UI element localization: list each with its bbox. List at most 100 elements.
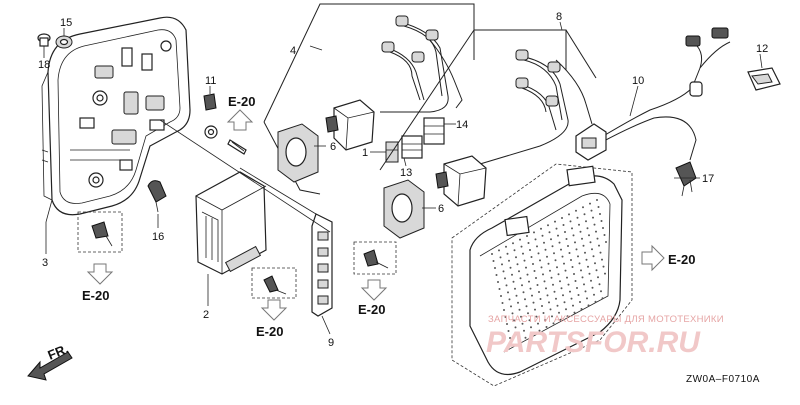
grille-hole xyxy=(530,256,533,258)
side-cover xyxy=(451,163,633,387)
grille-hole xyxy=(590,279,592,282)
front-direction-arrow xyxy=(27,351,73,381)
grille-hole xyxy=(581,276,584,279)
watermark-logo: PARTSFOR.RU xyxy=(486,326,701,359)
part-number-15: 15 xyxy=(60,17,72,29)
ref-label-right: E-20 xyxy=(668,252,695,267)
grille-hole xyxy=(560,287,563,290)
ref-arrow-right-1 xyxy=(641,244,665,272)
grille-hole xyxy=(582,244,585,247)
grille-hole xyxy=(533,270,536,272)
grille-hole xyxy=(570,259,572,261)
grille-hole xyxy=(531,333,534,336)
grille-hole xyxy=(520,315,522,318)
grille-hole xyxy=(556,304,559,307)
grille-hole xyxy=(535,277,537,279)
grille-hole xyxy=(505,284,508,287)
ref-label-control-unit: E-20 xyxy=(256,324,283,339)
grille-hole xyxy=(537,322,539,325)
grille-hole xyxy=(513,249,516,252)
grille-hole xyxy=(517,340,520,343)
grille-hole xyxy=(513,319,515,322)
grille-hole xyxy=(595,269,598,272)
grille-hole xyxy=(543,241,545,244)
grille-hole xyxy=(529,287,532,290)
grille-hole xyxy=(502,270,505,273)
grille-hole xyxy=(546,255,548,258)
grille-hole xyxy=(510,344,513,346)
grille-hole xyxy=(558,311,560,314)
grille-hole xyxy=(539,259,541,262)
grille-hole xyxy=(533,231,535,234)
grille-hole xyxy=(514,326,517,329)
grille-hole xyxy=(511,312,514,315)
grille-hole xyxy=(563,301,566,304)
grille-hole xyxy=(575,248,578,251)
grille-hole xyxy=(491,253,493,255)
grille-hole xyxy=(541,234,544,237)
grille-hole xyxy=(605,241,607,243)
grille-hole xyxy=(532,263,534,265)
grille-hole xyxy=(512,242,514,245)
grille-hole xyxy=(514,287,516,290)
part-number-13: 13 xyxy=(400,167,412,179)
part-number-labels: 15 18 3 11 16 2 9 4 6 1 13 14 8 6 10 12 … xyxy=(38,11,768,349)
grille-hole xyxy=(565,308,567,311)
grille-hole xyxy=(572,304,574,307)
grille-hole xyxy=(582,206,584,209)
grille-hole xyxy=(518,270,520,273)
grille-hole xyxy=(557,273,560,276)
grille-hole xyxy=(563,262,565,265)
grille-hole xyxy=(575,209,577,212)
grille-hole xyxy=(552,283,554,286)
grille-hole xyxy=(587,304,590,307)
grille-hole xyxy=(571,266,574,268)
bracket-screw-callout xyxy=(353,241,397,275)
grille-hole xyxy=(536,284,539,286)
grille-hole xyxy=(534,308,536,311)
part-number-14: 14 xyxy=(456,119,468,131)
grille-hole xyxy=(516,333,518,336)
part-number-6-lower: 6 xyxy=(438,203,444,215)
grille-hole xyxy=(532,301,535,304)
grille-hole xyxy=(544,248,547,251)
grille-hole xyxy=(557,234,559,237)
grille-hole xyxy=(498,288,501,290)
grille-hole xyxy=(504,277,506,280)
grille-hole xyxy=(551,245,554,248)
grille-hole xyxy=(545,287,547,290)
grille-hole xyxy=(585,258,588,261)
ref-arrow-down-1 xyxy=(86,263,114,285)
grille-hole xyxy=(569,290,571,293)
grille-hole xyxy=(602,265,605,268)
grille-hole xyxy=(548,231,551,234)
grille-hole xyxy=(539,298,542,300)
grille-hole xyxy=(567,245,569,247)
grille-hole xyxy=(573,273,575,275)
grille-hole xyxy=(580,308,583,310)
ignition-coil-assembly-part-4 xyxy=(263,3,475,195)
grille-hole xyxy=(526,273,529,276)
grille-hole xyxy=(549,308,552,311)
grille-hole xyxy=(586,227,589,230)
grille-hole xyxy=(495,274,498,276)
grille-hole xyxy=(584,251,586,254)
grille-hole xyxy=(591,248,593,251)
watermark-tagline: ЗАПЧАСТИ И АКСЕССУАРЫ ДЛЯ МОТОТЕХНИКИ xyxy=(488,314,724,325)
grille-hole xyxy=(568,252,571,254)
grille-hole xyxy=(528,319,531,322)
grille-hole xyxy=(525,266,527,269)
part-number-1: 1 xyxy=(362,147,368,159)
grille-hole xyxy=(589,202,591,205)
grille-hole xyxy=(499,256,502,259)
grille-hole xyxy=(585,220,587,223)
grille-hole xyxy=(591,286,594,289)
grille-hole xyxy=(506,323,508,325)
grille-hole xyxy=(522,252,524,255)
grille-hole xyxy=(579,301,581,303)
grille-hole xyxy=(524,298,526,301)
grille-hole xyxy=(598,283,601,286)
grille-hole xyxy=(507,291,509,294)
cover-grille-holes xyxy=(491,199,607,346)
